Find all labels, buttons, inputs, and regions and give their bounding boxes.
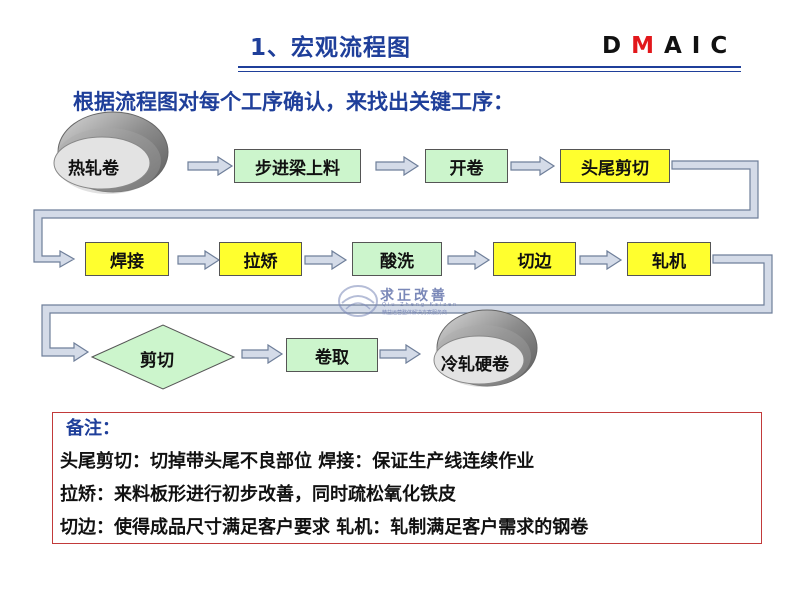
step-tension-leveling: 拉矫	[219, 242, 302, 276]
shear-decision-diamond	[90, 324, 236, 390]
arrow-5	[304, 249, 348, 271]
watermark-name: 求正改善	[380, 288, 448, 304]
header-rule	[238, 66, 741, 68]
subtitle: 根据流程图对每个工序确认，来找出关键工序：	[73, 90, 514, 114]
connector-row2-row3	[41, 254, 773, 363]
dmaic-logo: DMAIC	[602, 33, 738, 59]
step-walking-beam-loading: 步进梁上料	[234, 149, 361, 183]
note-line-3: 切边：使得成品尺寸满足客户要求 轧机：轧制满足客户需求的钢卷	[60, 517, 589, 538]
notes-title: 备注：	[66, 418, 120, 439]
arrow-4	[177, 249, 221, 271]
notes-box	[52, 412, 762, 544]
arrow-3	[510, 155, 556, 177]
cold-rolled-coil-icon	[433, 309, 538, 387]
header-rule-thin	[238, 71, 741, 72]
watermark-tagline: 精益运营整体解决方案服务商	[382, 310, 448, 316]
step-coiling: 卷取	[286, 338, 378, 372]
decision-shear-label: 剪切	[140, 351, 174, 371]
step-pickling: 酸洗	[352, 242, 442, 276]
start-coil-label: 热轧卷	[68, 159, 119, 179]
hot-rolled-coil-icon	[53, 111, 169, 194]
page-title: 1、宏观流程图	[250, 35, 412, 61]
arrow-9	[379, 343, 422, 365]
arrow-1	[187, 155, 234, 177]
watermark-sub: Qiu Zheng Kaizen	[382, 302, 459, 308]
note-line-1: 头尾剪切：切掉带头尾不良部位 焊接：保证生产线连续作业	[60, 451, 535, 472]
arrow-2	[375, 155, 420, 177]
arrow-7	[579, 249, 623, 271]
step-uncoiling: 开卷	[425, 149, 508, 183]
end-coil-label: 冷轧硬卷	[441, 355, 509, 375]
arrow-6	[447, 249, 491, 271]
note-line-2: 拉矫：来料板形进行初步改善，同时疏松氧化铁皮	[60, 484, 456, 505]
kaizen-logo-icon	[338, 285, 378, 317]
step-edge-trimming: 切边	[493, 242, 576, 276]
connector-row1-row2	[33, 160, 759, 269]
step-welding: 焊接	[85, 242, 169, 276]
arrow-8	[241, 343, 284, 365]
step-head-tail-shear: 头尾剪切	[560, 149, 670, 183]
step-rolling-mill: 轧机	[627, 242, 711, 276]
